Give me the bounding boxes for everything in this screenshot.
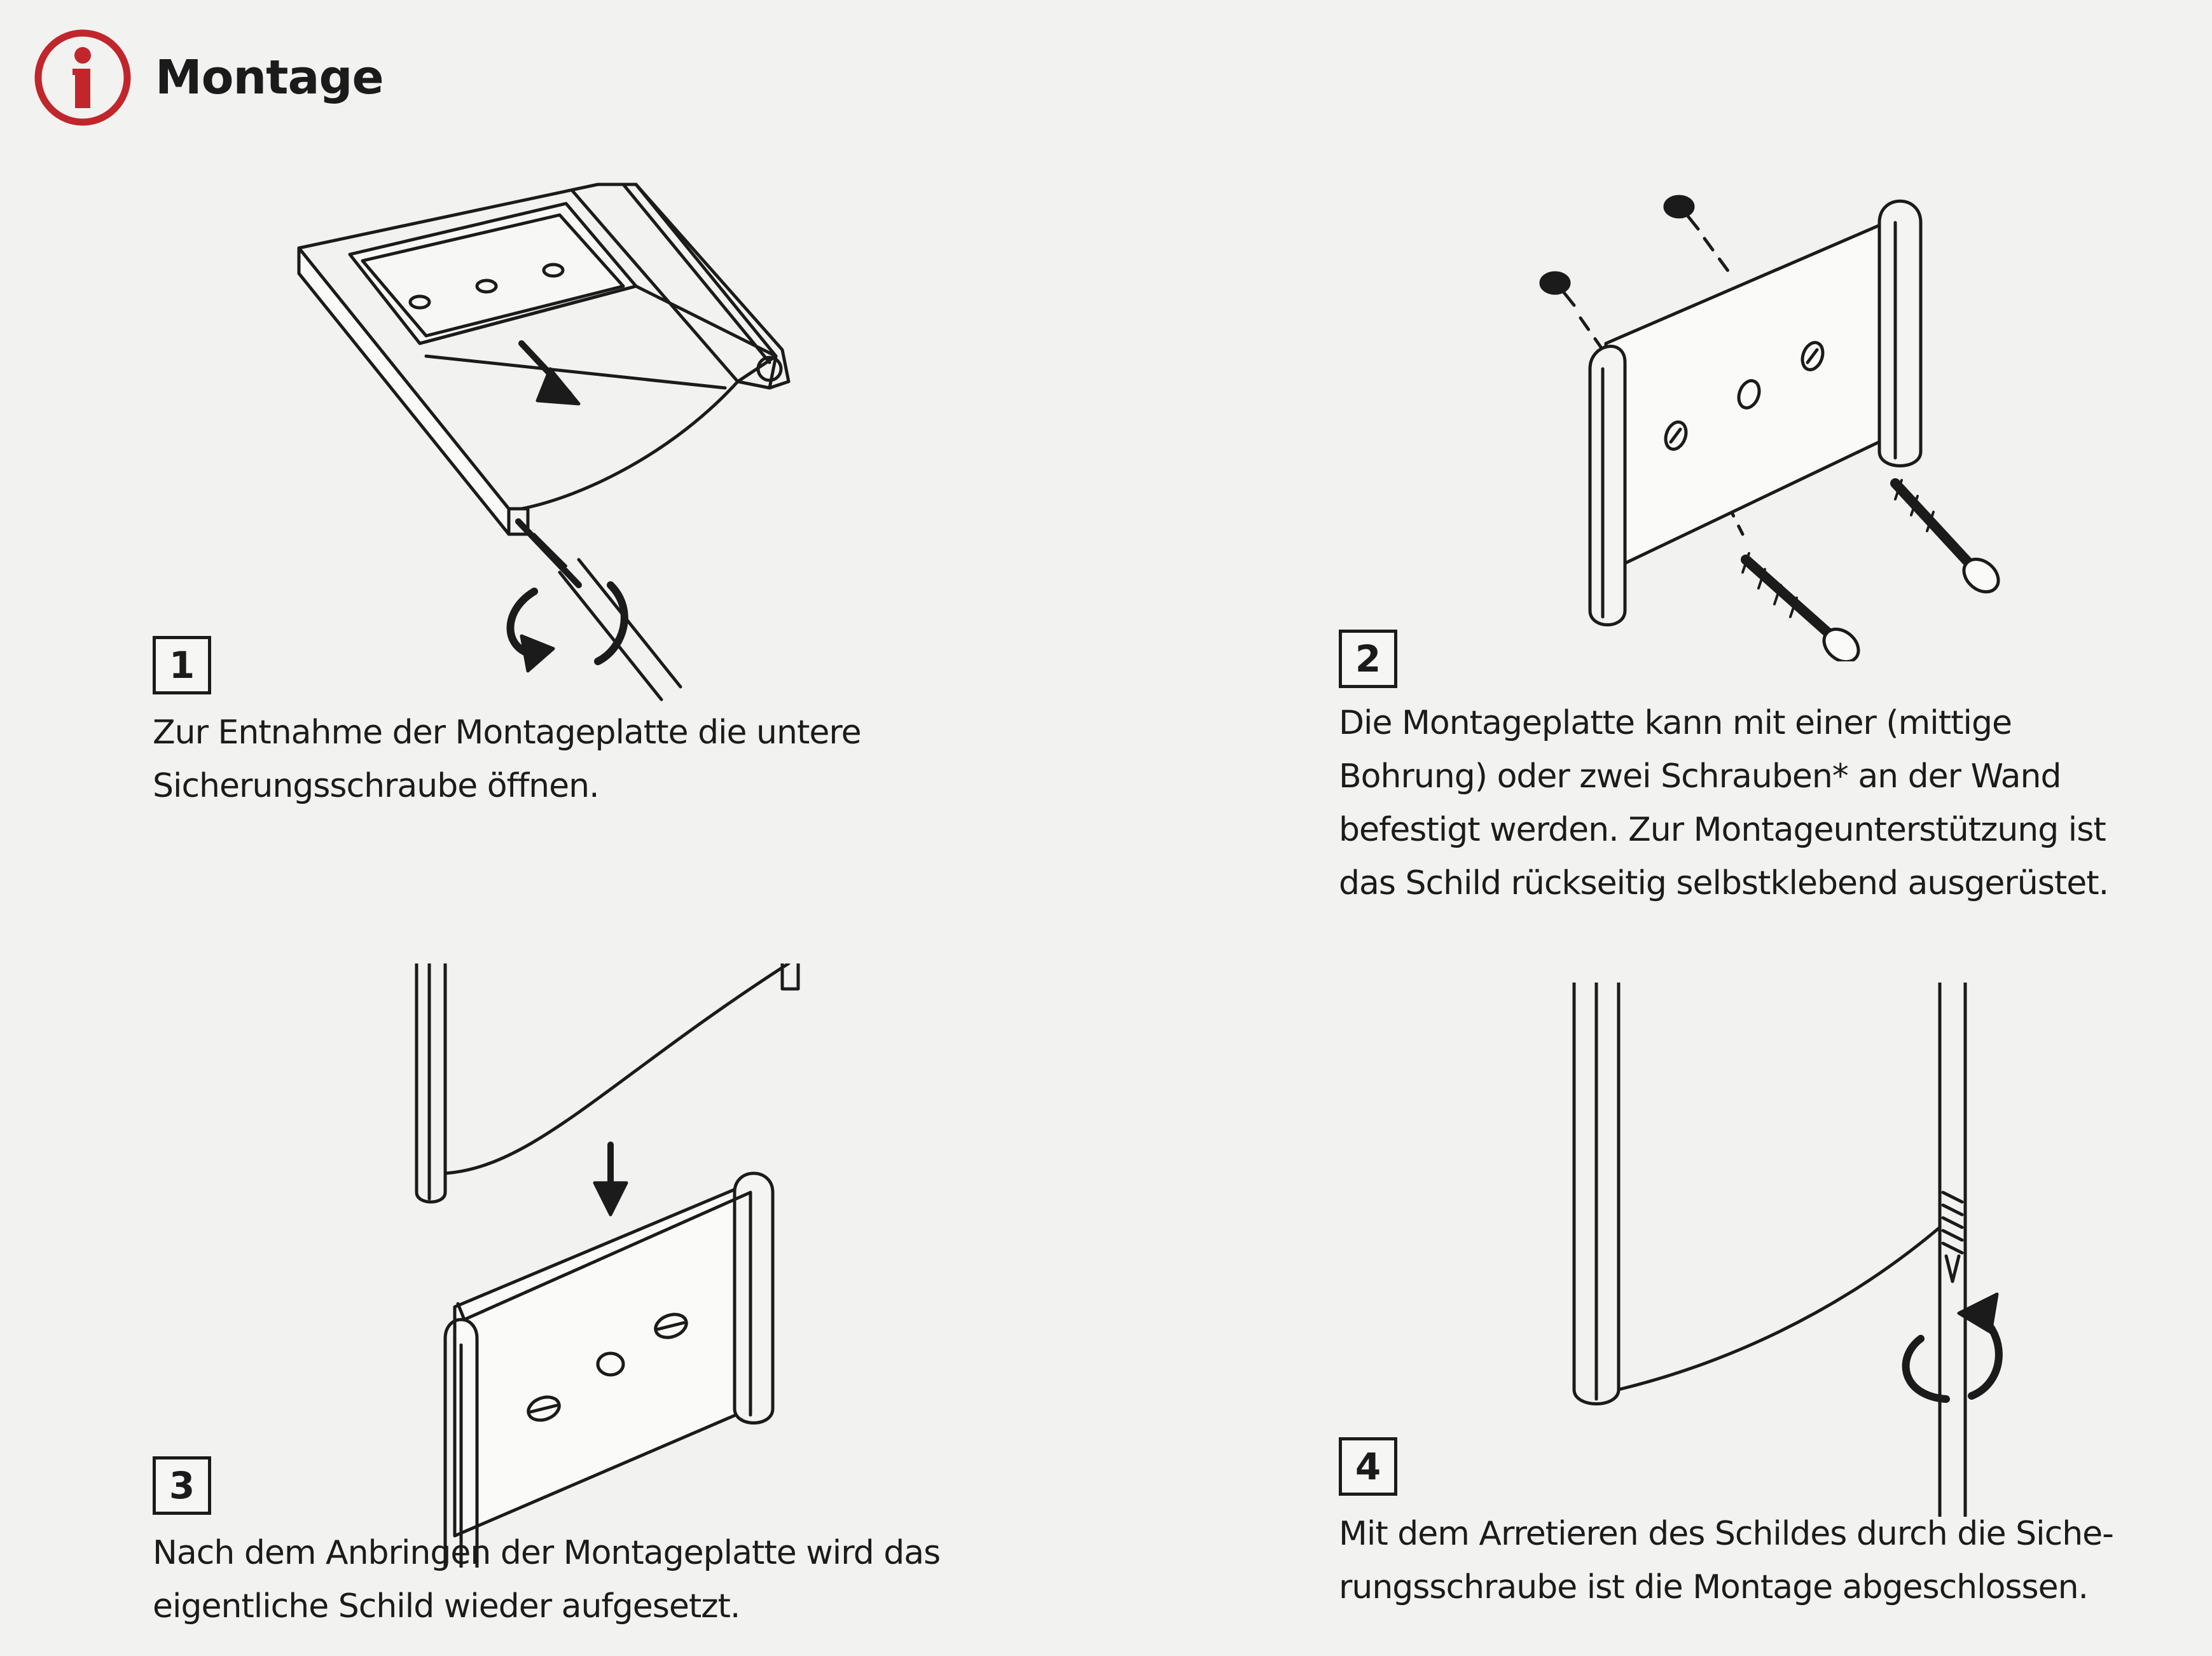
sign-onto-plate-icon — [407, 963, 814, 1568]
mounting-plate-screws-icon — [1514, 178, 2035, 661]
step-4-number: 4 — [1339, 1437, 1397, 1496]
caption-line: Sicherungsschraube öffnen. — [153, 767, 600, 805]
step-3-illustration — [407, 963, 814, 1568]
step-2-caption: Die Montageplatte kann mit einer (mittig… — [1339, 696, 2109, 910]
caption-line: Nach dem Anbringen der Montageplatte wir… — [153, 1534, 941, 1572]
step-1-number: 1 — [153, 636, 211, 694]
caption-line: das Schild rückseitig selbstklebend ausg… — [1339, 864, 2109, 902]
step-4-caption: Mit dem Arretieren des Schildes durch di… — [1339, 1507, 2114, 1614]
page-title: Montage — [155, 50, 384, 105]
step-2-number: 2 — [1339, 630, 1397, 688]
step-4-illustration — [1565, 983, 2048, 1517]
caption-line: Bohrung) oder zwei Schrauben* an der Wan… — [1339, 757, 2062, 796]
step-3-caption: Nach dem Anbringen der Montageplatte wir… — [153, 1526, 941, 1633]
step-2-illustration — [1514, 178, 2035, 661]
caption-line: Die Montageplatte kann mit einer (mittig… — [1339, 704, 2012, 742]
step-3-number: 3 — [153, 1456, 211, 1515]
sign-bottom-securing-screw-icon — [280, 178, 814, 706]
sign-locking-screw-icon — [1565, 983, 2048, 1517]
caption-line: rungsschraube ist die Montage abgeschlos… — [1339, 1568, 2089, 1606]
info-icon — [34, 29, 131, 126]
step-1-caption: Zur Entnahme der Montageplatte die unter… — [153, 706, 862, 813]
caption-line: Mit dem Arretieren des Schildes durch di… — [1339, 1515, 2114, 1553]
caption-line: eigentliche Schild wieder aufgesetzt. — [153, 1587, 740, 1625]
caption-line: Zur Entnahme der Montageplatte die unter… — [153, 714, 862, 752]
step-1-illustration — [280, 178, 814, 706]
caption-line: befestigt werden. Zur Montageunterstützu… — [1339, 811, 2106, 849]
header: Montage — [32, 27, 384, 128]
